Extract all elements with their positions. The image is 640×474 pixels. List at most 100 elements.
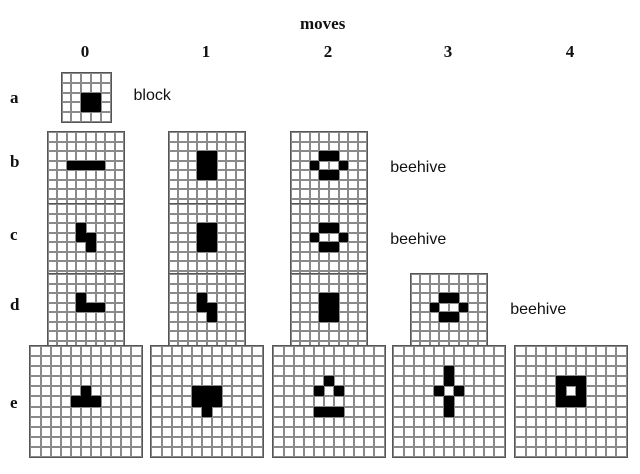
- dead-cell: [111, 416, 122, 427]
- live-cell: [197, 151, 207, 161]
- dead-cell: [433, 446, 444, 458]
- dead-cell: [85, 179, 96, 190]
- dead-cell: [57, 312, 67, 322]
- dead-cell: [85, 223, 96, 233]
- dead-cell: [328, 132, 339, 142]
- dead-cell: [300, 132, 310, 142]
- dead-cell: [555, 426, 566, 437]
- dead-cell: [206, 283, 217, 294]
- dead-cell: [80, 346, 92, 357]
- dead-cell: [616, 356, 627, 367]
- dead-cell: [458, 312, 469, 322]
- dead-cell: [178, 160, 188, 171]
- dead-cell: [328, 232, 339, 243]
- dead-cell: [344, 406, 355, 417]
- live-cell: [328, 151, 339, 161]
- dead-cell: [403, 346, 414, 357]
- dead-cell: [429, 312, 440, 322]
- dead-cell: [443, 386, 455, 397]
- dead-cell: [57, 213, 67, 224]
- dead-cell: [565, 446, 577, 458]
- dead-cell: [303, 416, 314, 427]
- dead-cell: [423, 406, 434, 417]
- dead-cell: [252, 436, 263, 447]
- column-header-1: 1: [201, 42, 211, 61]
- dead-cell: [454, 396, 465, 407]
- row-note-a: block: [133, 86, 171, 104]
- dead-cell: [300, 189, 310, 199]
- dead-cell: [344, 346, 355, 357]
- dead-cell: [448, 283, 459, 294]
- dead-cell: [168, 261, 179, 271]
- dead-cell: [168, 132, 179, 142]
- row-note-d: beehive: [510, 301, 567, 319]
- dead-cell: [81, 82, 91, 93]
- dead-cell: [47, 302, 58, 313]
- dead-cell: [586, 366, 597, 377]
- dead-cell: [181, 356, 192, 367]
- dead-cell: [216, 232, 227, 243]
- dead-cell: [206, 204, 217, 214]
- dead-cell: [535, 366, 546, 377]
- dead-cell: [338, 141, 349, 152]
- dead-cell: [187, 204, 198, 214]
- live-cell: [319, 151, 329, 161]
- dead-cell: [525, 406, 536, 417]
- dead-cell: [171, 366, 182, 377]
- dead-cell: [91, 376, 102, 387]
- dead-cell: [357, 312, 368, 322]
- dead-cell: [216, 251, 227, 262]
- dead-cell: [338, 151, 349, 161]
- dead-cell: [357, 251, 368, 262]
- dead-cell: [338, 213, 349, 224]
- dead-cell: [403, 376, 414, 387]
- dead-cell: [66, 331, 77, 341]
- live-cell: [433, 386, 444, 397]
- dead-cell: [464, 406, 475, 417]
- live-cell: [197, 223, 207, 233]
- dead-cell: [187, 283, 198, 294]
- dead-cell: [95, 132, 106, 142]
- dead-cell: [357, 223, 368, 233]
- live-cell: [309, 160, 320, 171]
- dead-cell: [101, 396, 112, 407]
- dead-cell: [226, 274, 236, 284]
- dead-cell: [338, 274, 349, 284]
- dead-cell: [197, 331, 207, 341]
- dead-cell: [85, 321, 96, 332]
- dead-cell: [586, 396, 597, 407]
- dead-cell: [313, 396, 324, 407]
- dead-cell: [357, 179, 368, 190]
- dead-cell: [57, 274, 67, 284]
- dead-cell: [606, 416, 617, 427]
- dead-cell: [232, 346, 243, 357]
- dead-cell: [105, 189, 115, 199]
- dead-cell: [338, 293, 349, 303]
- dead-cell: [235, 132, 246, 142]
- dead-cell: [348, 251, 358, 262]
- dead-cell: [57, 242, 67, 252]
- dead-cell: [101, 416, 112, 427]
- dead-cell: [273, 416, 284, 427]
- dead-cell: [114, 151, 125, 161]
- dead-cell: [328, 331, 339, 341]
- dead-cell: [206, 261, 217, 271]
- dead-cell: [197, 312, 207, 322]
- dead-cell: [334, 426, 345, 437]
- dead-cell: [454, 446, 465, 458]
- dead-cell: [161, 416, 172, 427]
- diagram-title: moves: [300, 14, 346, 33]
- live-cell: [443, 376, 455, 387]
- dead-cell: [273, 426, 284, 437]
- dead-cell: [300, 302, 310, 313]
- dead-cell: [334, 396, 345, 407]
- dead-cell: [76, 213, 86, 224]
- dead-cell: [439, 321, 449, 332]
- dead-cell: [323, 416, 335, 427]
- dead-cell: [328, 251, 339, 262]
- dead-cell: [515, 436, 526, 447]
- dead-cell: [235, 251, 246, 262]
- dead-cell: [525, 366, 536, 377]
- dead-cell: [374, 376, 385, 387]
- dead-cell: [429, 274, 440, 284]
